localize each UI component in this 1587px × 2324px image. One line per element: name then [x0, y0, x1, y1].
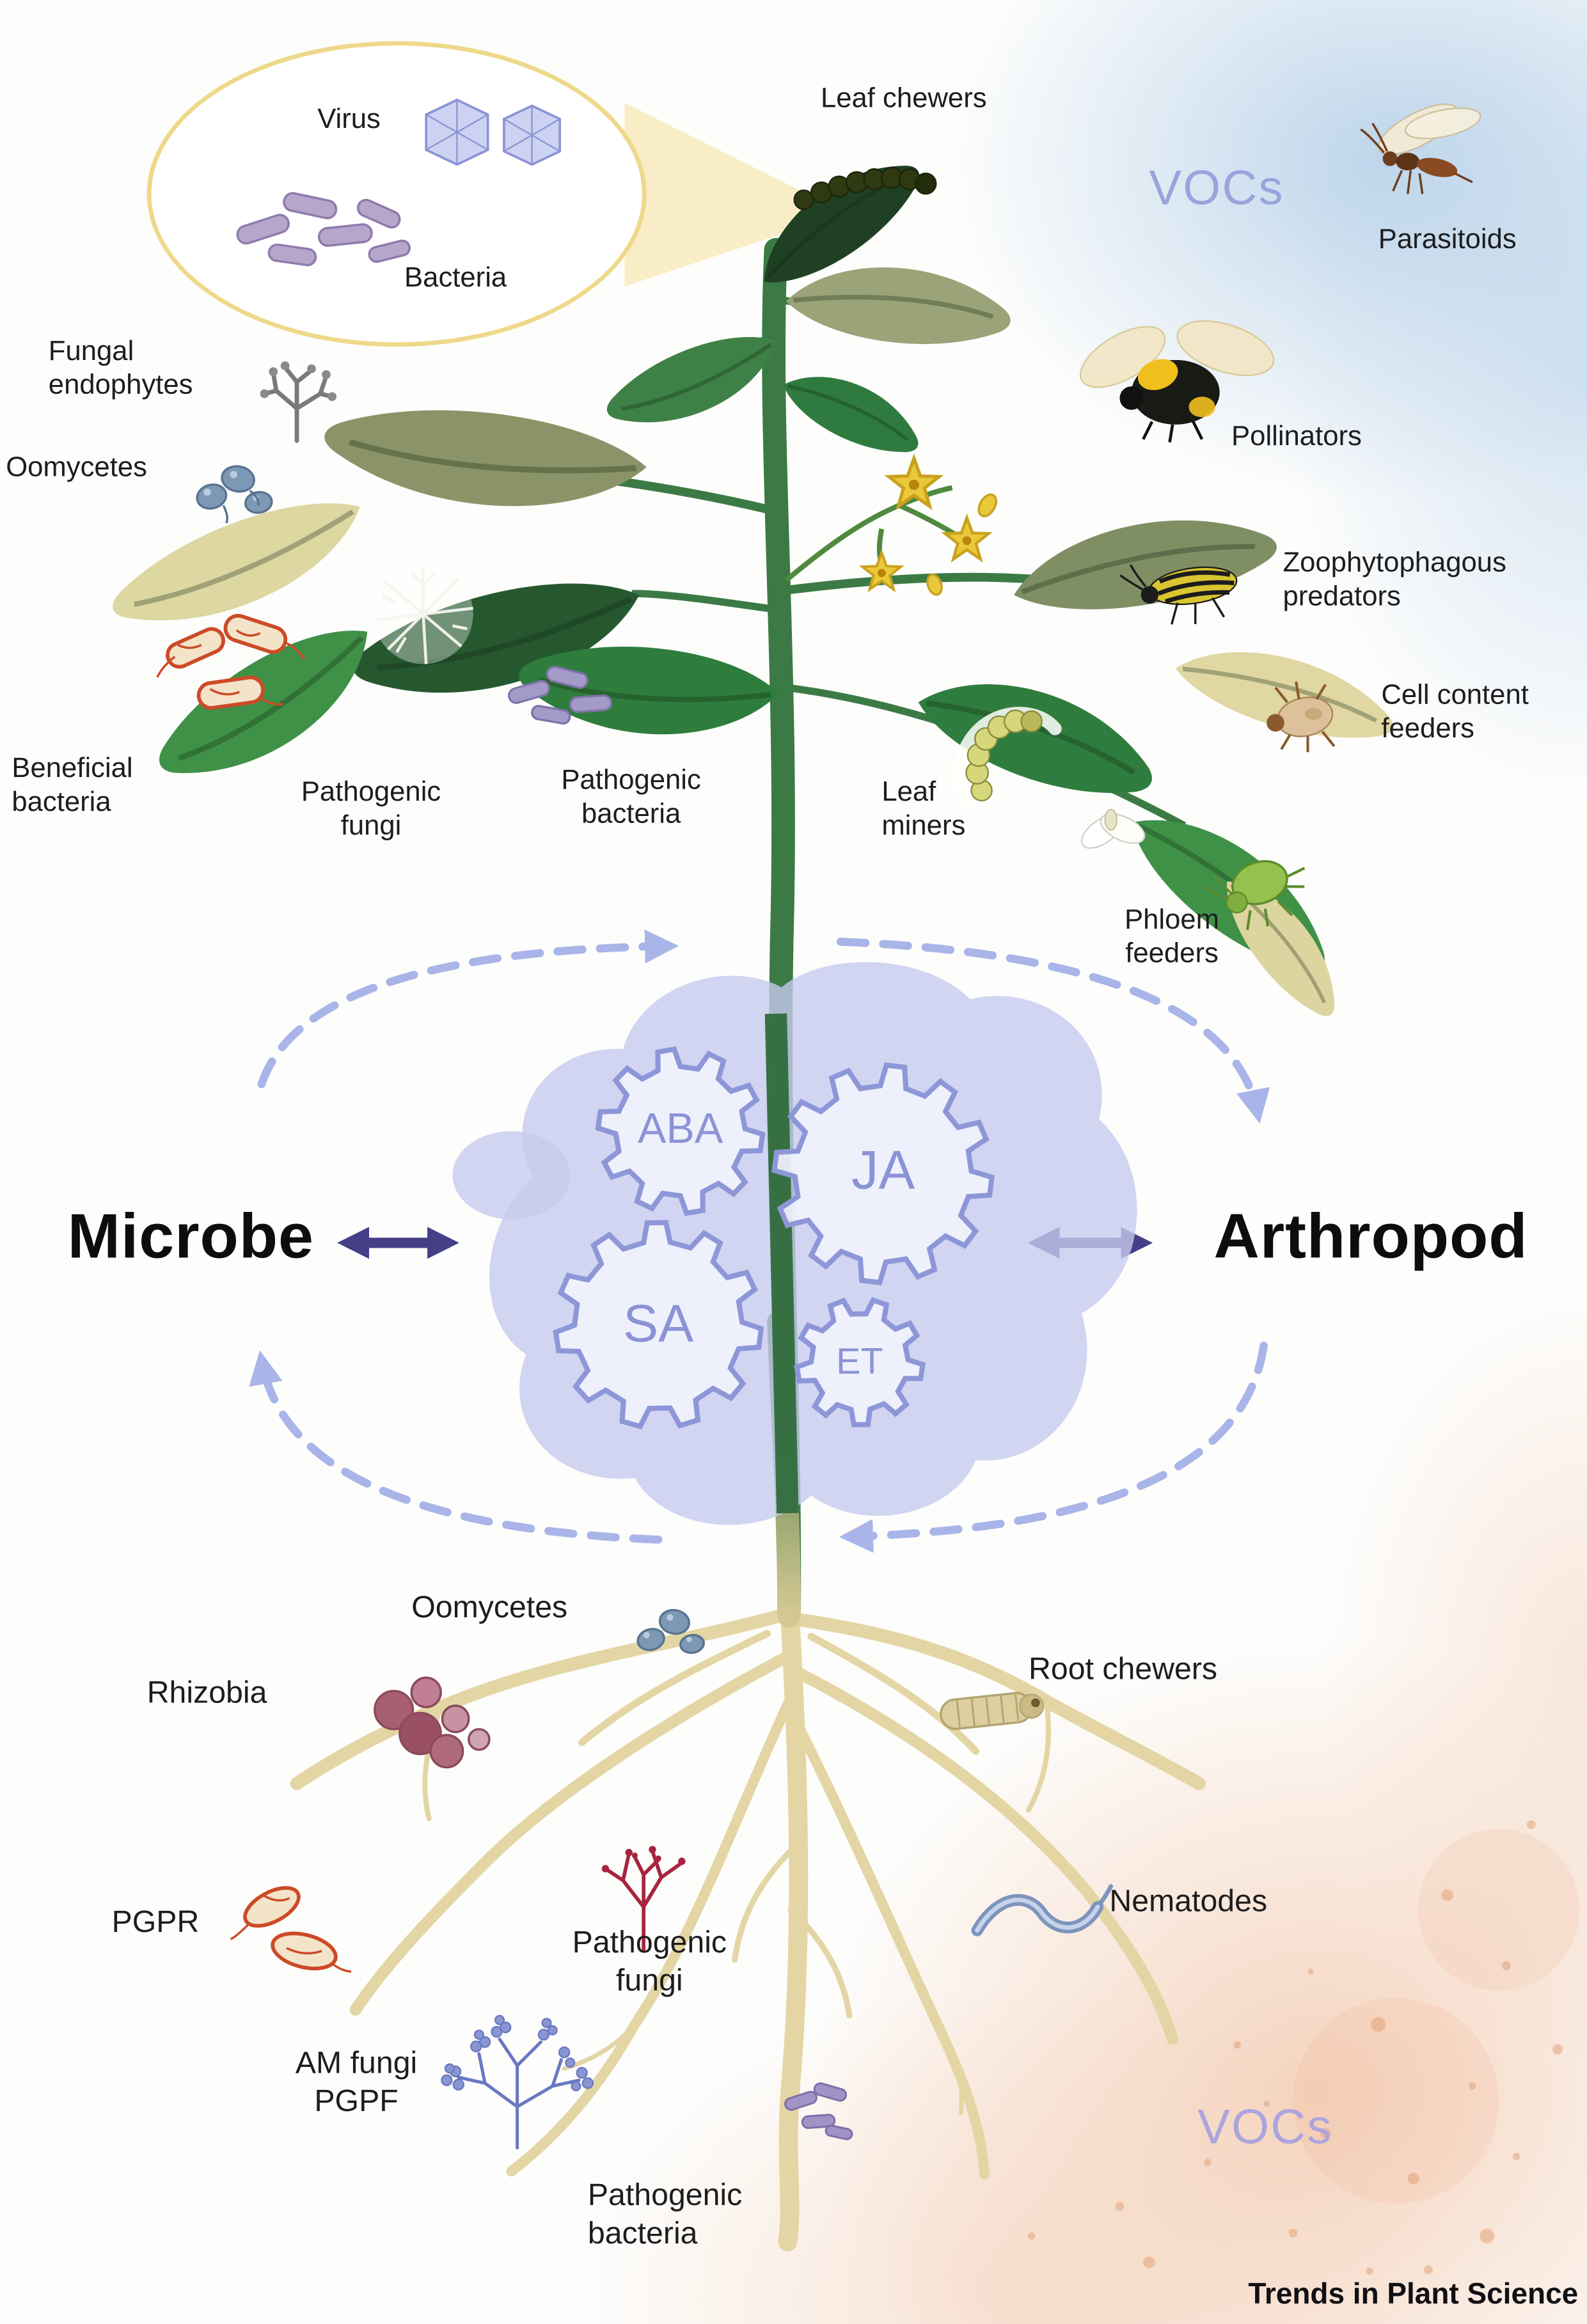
whitefly-icon: [1080, 808, 1146, 849]
fungal-endophytes-label: Fungal endophytes: [48, 336, 193, 402]
microbe-title: Microbe: [67, 1202, 314, 1273]
phloem-feeders-label: Phloem feeders: [1125, 905, 1219, 970]
beneficial-bacteria-label: Beneficial bacteria: [12, 753, 133, 819]
virus-icon: [425, 98, 562, 166]
am-fungi-icon: [441, 2014, 594, 2150]
vocs-top-label: VOCs: [1149, 160, 1284, 215]
bacteria-icon: [236, 192, 411, 267]
journal-credit: Trends in Plant Science: [1248, 2278, 1579, 2311]
rhizobia-label: Rhizobia: [146, 1676, 267, 1710]
am-fungi-label: AM fungi PGPF: [295, 2046, 418, 2118]
zoophytophagous-label: Zoophytophagous predators: [1283, 547, 1506, 613]
bumblebee-icon: [1079, 320, 1275, 443]
rhizobia-icon: [374, 1676, 491, 1769]
dashed-cycle-arrows: [249, 929, 1270, 1553]
leaf-chewers-label: Leaf chewers: [820, 83, 987, 115]
root-chewer-icon: [940, 1692, 1045, 1731]
fungal-patch-icon: [373, 564, 473, 664]
aphid-icon: [1201, 860, 1306, 930]
gear-label-aba: ABA: [637, 1106, 723, 1154]
flowers: [784, 459, 997, 596]
leaf-miners-label: Leaf miners: [881, 777, 966, 842]
leaf-miner-icon: [953, 707, 1062, 812]
arthropod-title: Arthropod: [1213, 1202, 1528, 1273]
gear-label-sa: SA: [622, 1292, 694, 1353]
parasitoid-wasp-icon: [1360, 103, 1481, 194]
cell-content-feeders-label: Cell content feeders: [1381, 680, 1529, 746]
beneficial-bacteria-icon: [156, 613, 306, 710]
pollinators-label: Pollinators: [1231, 421, 1362, 453]
oomycete-leaf-icon: [196, 465, 273, 524]
soil-speckles: [1027, 1820, 1580, 2275]
oomycete-root-icon: [636, 1608, 706, 1654]
caterpillar-icon: [793, 166, 937, 210]
pgpr-label: PGPR: [111, 1905, 200, 1940]
root-chewers-label: Root chewers: [1029, 1653, 1217, 1687]
pathogenic-bacteria-root-label: Pathogenic bacteria: [587, 2178, 743, 2250]
virus-label: Virus: [317, 104, 381, 136]
oomycetes-top-label: Oomycetes: [6, 452, 147, 483]
parasitoids-label: Parasitoids: [1378, 224, 1517, 256]
fungal-endophyte-icon: [260, 361, 337, 443]
nematode-icon: [971, 1884, 1114, 1936]
mite-icon: [1267, 681, 1336, 753]
microbe-callout-bubble: [146, 41, 647, 347]
bacteria-label: Bacteria: [404, 263, 507, 294]
zoophytophagous-bug-icon: [1119, 564, 1238, 625]
pathogenic-bacteria-leaf-icon: [508, 665, 613, 725]
pathogenic-fungi-root-label: Pathogenic fungi: [572, 1926, 727, 1998]
nematodes-label: Nematodes: [1109, 1885, 1268, 1919]
gear-icon: [553, 1046, 995, 1430]
pathogenic-root-fungus-icon: [601, 1846, 686, 1953]
hub-blob: [489, 962, 1137, 1525]
vocs-bottom-label: VOCs: [1197, 2099, 1333, 2154]
gear-label-ja: JA: [851, 1140, 915, 1200]
oomycetes-bottom-label: Oomycetes: [411, 1590, 568, 1625]
callout-beam: [624, 102, 845, 287]
pathogenic-fungi-top-label: Pathogenic fungi: [301, 777, 441, 842]
pgpr-icon: [230, 1886, 352, 1973]
pathogenic-bacteria-root-icon: [784, 2082, 853, 2140]
gear-label-et: ET: [836, 1341, 883, 1383]
pathogenic-bacteria-top-label: Pathogenic bacteria: [561, 765, 701, 831]
